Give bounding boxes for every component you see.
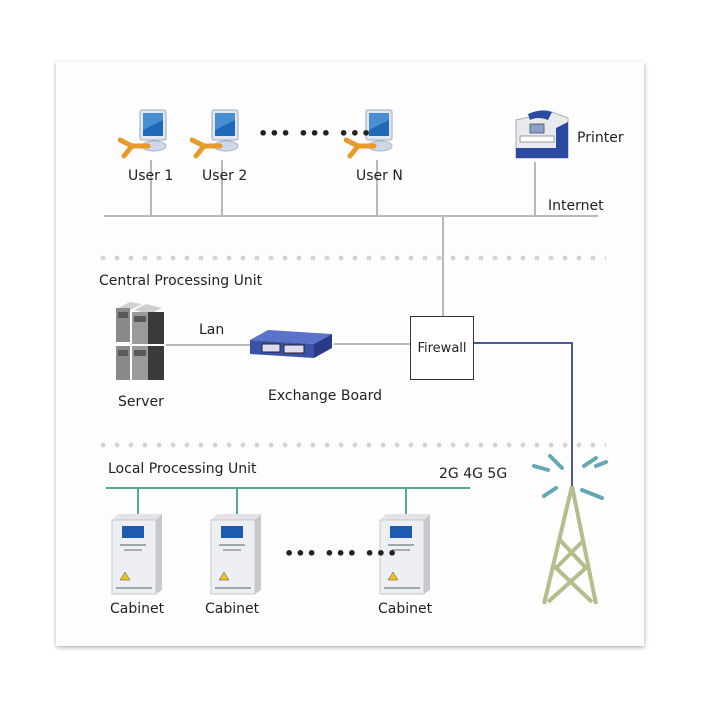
users-ellipsis: ••• ••• •••: [258, 124, 373, 143]
cabinet-1-link: [137, 487, 139, 515]
user-n-label: User N: [356, 168, 403, 184]
cabinet-2-label: Cabinet: [205, 601, 260, 617]
user-n-computer-icon: [344, 109, 393, 159]
user-1-link: [150, 160, 152, 216]
firewall-tower-link-v: [571, 342, 573, 488]
internet-label: Internet: [548, 198, 604, 214]
internet-firewall-link: [442, 215, 444, 317]
section-divider-top: [96, 255, 606, 261]
exchange-board-label: Exchange Board: [268, 388, 383, 404]
lan-line: [166, 344, 250, 346]
user-2-link: [221, 160, 223, 216]
signal-wave: [548, 454, 564, 470]
lan-label: Lan: [199, 322, 225, 338]
printer-link: [534, 162, 536, 216]
signal-wave: [580, 488, 604, 500]
cabinet-1-icon: [111, 514, 162, 595]
server-label: Server: [118, 394, 164, 410]
cell-tower-icon: [532, 454, 608, 605]
signal-wave: [542, 486, 558, 498]
firewall-label: Firewall: [417, 340, 467, 356]
signal-wave: [582, 456, 598, 468]
cabinet-3-link: [405, 487, 407, 515]
switch-firewall-line: [334, 343, 411, 345]
printer-icon: [515, 110, 569, 159]
firewall-tower-link-h: [474, 342, 573, 344]
signal-wave: [594, 460, 608, 468]
cabinet-1-label: Cabinet: [110, 601, 165, 617]
firewall-box: Firewall: [410, 316, 474, 380]
user-n-link: [376, 160, 378, 216]
internet-bus-line: [104, 215, 598, 217]
local-section-title: Local Processing Unit: [108, 461, 257, 477]
cabinet-2-link: [236, 487, 238, 515]
section-divider-bottom: [96, 442, 606, 448]
cabinets-ellipsis: ••• ••• •••: [284, 544, 399, 563]
central-section-title: Central Processing Unit: [99, 273, 263, 289]
signal-wave: [532, 464, 550, 472]
local-bus-line: [106, 487, 470, 489]
user-2-label: User 2: [202, 168, 248, 184]
user-2-computer-icon: [190, 109, 239, 159]
wireless-label: 2G 4G 5G: [439, 466, 508, 482]
server-icon: [116, 302, 164, 380]
exchange-board-icon: [250, 330, 332, 358]
user-1-computer-icon: [118, 109, 167, 159]
printer-label: Printer: [577, 130, 624, 146]
cabinet-3-label: Cabinet: [378, 601, 433, 617]
cabinet-3-icon: [379, 514, 430, 595]
user-1-label: User 1: [128, 168, 174, 184]
cabinet-2-icon: [210, 514, 261, 595]
